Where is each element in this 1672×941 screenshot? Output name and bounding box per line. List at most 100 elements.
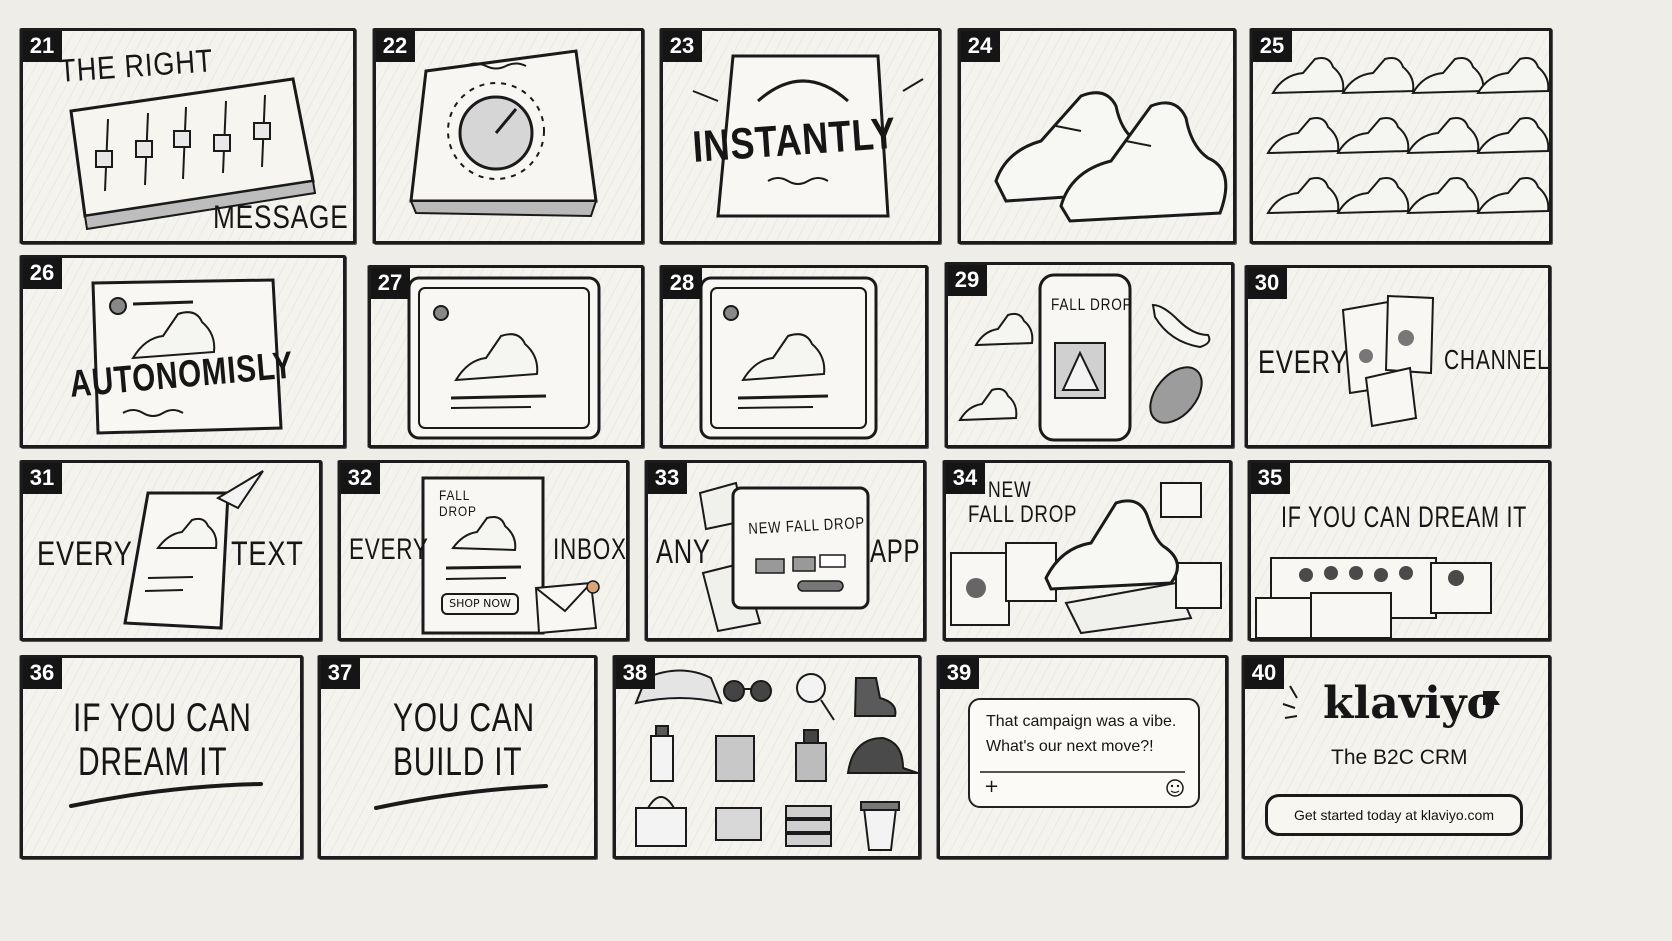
chat-line-1: That campaign was a vibe.	[986, 713, 1177, 730]
folded-towels-icon	[785, 805, 832, 847]
handbag-icon	[635, 796, 687, 847]
panel-21: 21 THE RIGHT MESSAGE	[20, 28, 356, 244]
caption-every: EVERY	[37, 535, 133, 573]
panel-27: 27	[368, 265, 644, 448]
panel-37: 37 YOU CAN BUILD IT	[318, 655, 597, 859]
sneaker-pair-icon	[994, 91, 1228, 223]
product-icons-grid	[634, 669, 918, 851]
perfume-icon	[795, 729, 827, 782]
email-card-icon	[699, 276, 878, 440]
panel-number: 25	[1253, 31, 1292, 62]
panel-33: 33 ANY APP NEW FALL DROP	[645, 460, 926, 641]
panel-25: 25	[1250, 28, 1552, 244]
app-screen-card	[698, 481, 870, 633]
caption-text: TEXT	[231, 535, 304, 573]
jar-icon	[715, 735, 755, 782]
caption-fall-drop: FALL DROP	[1051, 295, 1133, 314]
chat-line-2: What's our next move?!	[986, 738, 1154, 755]
panel-number: 32	[341, 463, 380, 494]
caption-every: EVERY	[1258, 344, 1349, 380]
caption-app: APP	[870, 533, 921, 569]
panel-39: 39 That campaign was a vibe. What's our …	[937, 655, 1228, 859]
email-card-icon	[407, 276, 601, 440]
panel-number: 39	[940, 658, 979, 689]
caption-if-you-can: IF YOU CAN	[73, 696, 252, 740]
panel-number: 26	[23, 258, 62, 289]
panel-number: 22	[376, 31, 415, 62]
caption-dream-it: DREAM IT	[78, 740, 228, 784]
panel-number: 30	[1248, 268, 1287, 299]
underline-stroke	[374, 784, 548, 810]
panel-number: 24	[961, 31, 1000, 62]
panel-number: 29	[948, 265, 987, 296]
panel-24: 24	[958, 28, 1236, 244]
panel-30: 30 EVERY CHANNEL	[1245, 265, 1551, 448]
caption-any: ANY	[656, 533, 711, 571]
tagline: The B2C CRM	[1331, 746, 1468, 769]
caption-every: EVERY	[349, 533, 429, 566]
panel-28: 28	[660, 265, 928, 448]
panel-number: 35	[1251, 463, 1290, 494]
caption-fall-drop: FALL DROP	[968, 501, 1078, 528]
caption-inbox: INBOX	[553, 533, 627, 566]
panel-number: 37	[321, 658, 360, 689]
card-panel	[91, 278, 283, 435]
paper-plane-icon	[215, 470, 264, 510]
smartphone-icon	[958, 273, 1211, 442]
card-fall: FALL	[439, 487, 471, 503]
sneaker-grid-icon	[1266, 57, 1549, 215]
klaviyo-logo: klaviyo	[1323, 678, 1496, 729]
channel-cards-icon	[1341, 294, 1435, 428]
panel-number: 34	[946, 463, 985, 494]
panel-number: 33	[648, 463, 687, 494]
panel-32: 32 EVERY INBOX FALL DROP SHOP NOW	[338, 460, 629, 641]
caption-you-can: YOU CAN	[393, 696, 535, 740]
panel-40: 40 klaviyo The B2C CRM Get started today…	[1242, 655, 1551, 859]
panel-22: 22	[373, 28, 644, 244]
card-drop: DROP	[439, 503, 477, 519]
bucket-hat-icon	[634, 669, 723, 705]
chat-divider	[980, 771, 1185, 797]
product-launch-collage	[950, 482, 1222, 635]
lollipop-icon	[796, 673, 835, 721]
caption-message: MESSAGE	[213, 199, 349, 235]
dial-knob-icon	[409, 49, 598, 218]
panel-34: 34 NEW FALL DROP	[943, 460, 1232, 641]
panel-29: 29 FALL DROP	[945, 262, 1234, 448]
caption-channel: CHANNEL	[1444, 344, 1550, 375]
panel-31: 31 EVERY TEXT	[20, 460, 322, 641]
text-message-card	[123, 470, 264, 630]
sunglasses-icon	[723, 680, 772, 702]
flag-icon	[1483, 691, 1500, 705]
panel-26: 26 AUTONOMISLY	[20, 255, 346, 448]
wallet-icon	[715, 807, 762, 841]
add-attachment-button[interactable]: +	[984, 776, 1001, 797]
shop-now-button[interactable]: SHOP NOW	[441, 593, 519, 615]
envelope-icon	[534, 580, 600, 635]
panel-number: 23	[663, 31, 702, 62]
get-started-button[interactable]: Get started today at klaviyo.com	[1265, 794, 1523, 836]
panel-35: 35 IF YOU CAN DREAM IT	[1248, 460, 1551, 641]
photo-collage	[1255, 557, 1492, 638]
panel-number: 36	[23, 658, 62, 689]
panel-36: 36 IF YOU CAN DREAM IT	[20, 655, 303, 859]
panel-23: 23 INSTANTLY	[660, 28, 941, 244]
caption-new: NEW	[988, 477, 1032, 502]
panel-number: 31	[23, 463, 62, 494]
baseball-cap-icon	[846, 736, 918, 774]
chat-input[interactable]	[968, 698, 1200, 808]
panel-number: 40	[1245, 658, 1284, 689]
panel-38: 38	[613, 655, 921, 859]
smiley-icon	[1166, 779, 1184, 797]
panel-number: 21	[23, 31, 62, 62]
panel-number: 28	[663, 268, 702, 299]
hiking-boot-icon	[853, 677, 897, 717]
caption-build-it: BUILD IT	[393, 740, 523, 784]
underline-stroke	[69, 782, 263, 808]
mixer-sliders-icon	[69, 77, 317, 231]
coffee-cup-icon	[860, 801, 900, 851]
card-panel	[692, 54, 924, 218]
logo-accents	[1282, 685, 1500, 719]
panel-number: 27	[371, 268, 410, 299]
